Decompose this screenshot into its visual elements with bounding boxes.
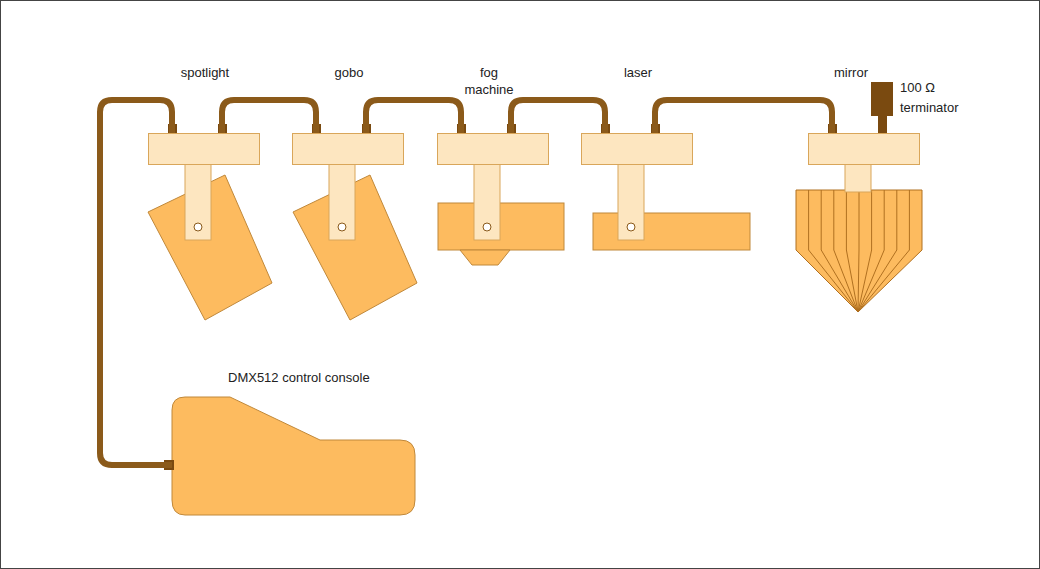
device-label: gobo (279, 64, 419, 81)
mirror-facets (809, 190, 910, 312)
fixture-connector: laser (581, 133, 693, 165)
fog-machine-body (438, 203, 564, 250)
fixture-connector: mirror (808, 133, 920, 165)
screw-holes (194, 223, 635, 231)
device-label: spotlight (135, 64, 275, 81)
terminator-label: 100 Ω terminator (900, 78, 980, 118)
dmx-cable (366, 100, 461, 133)
console-body (172, 397, 415, 515)
fixture-connector: spotlight (148, 133, 260, 165)
fog-nozzle (460, 250, 510, 265)
device-label: fog machine (454, 64, 524, 98)
connector-nubs (164, 116, 887, 470)
dmx-cable (655, 100, 832, 133)
dmx-cable (222, 100, 316, 133)
device-label: mirror (781, 64, 921, 81)
fixture-connector: fog machine (437, 133, 549, 165)
mirror-body (796, 190, 922, 312)
fixture-connector: gobo (292, 133, 404, 165)
laser-body (593, 213, 750, 250)
device-label: DMX512 control console (228, 369, 418, 386)
device-label: laser (568, 64, 708, 81)
console-node: DMX512 control console (172, 397, 415, 515)
dmx-cable (511, 100, 605, 133)
terminator-symbol (871, 82, 893, 116)
stems (185, 164, 871, 240)
